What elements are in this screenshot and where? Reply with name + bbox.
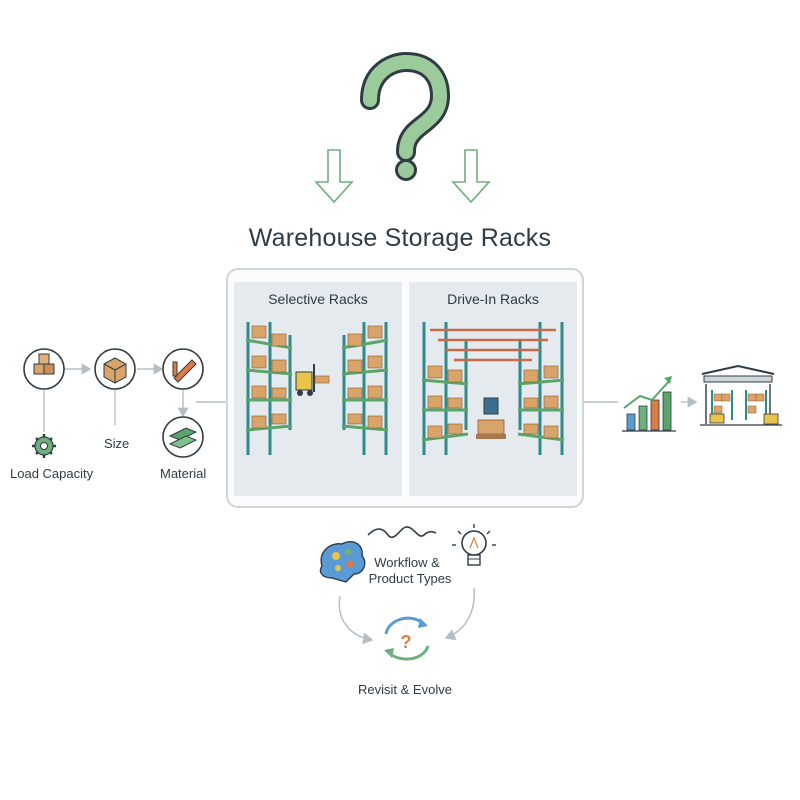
size-box-icon xyxy=(94,348,136,390)
lightbulb-icon xyxy=(452,524,496,566)
selective-racks-label: Selective Racks xyxy=(268,291,368,307)
wave-line-icon xyxy=(367,526,437,539)
cycle-arrows xyxy=(338,587,475,645)
svg-text:?: ? xyxy=(401,632,412,652)
material-label: Material xyxy=(160,466,207,481)
brain-icon xyxy=(319,540,366,583)
material-beam-icon xyxy=(162,348,204,390)
selective-racks-panel xyxy=(234,282,402,496)
page-title: Warehouse Storage Racks xyxy=(248,224,552,252)
question-mark-icon xyxy=(360,51,451,181)
factor-connectors xyxy=(43,363,698,432)
workflow-label-line1: Workflow & xyxy=(374,555,440,570)
size-label: Size xyxy=(104,436,130,451)
down-arrow-right-icon xyxy=(451,149,491,204)
revisit-evolve-label: Revisit & Evolve xyxy=(358,682,452,697)
workflow-label-line2: Product Types xyxy=(368,571,452,586)
load-capacity-boxes-icon xyxy=(23,348,65,390)
revisit-cycle-icon: ? xyxy=(384,616,430,661)
drive-in-racks-panel xyxy=(409,282,577,496)
load-capacity-label: Load Capacity xyxy=(10,466,94,481)
down-arrow-left-icon xyxy=(314,149,354,204)
steel-beams-icon xyxy=(162,416,204,458)
gear-icon xyxy=(32,434,56,458)
growth-chart-icon xyxy=(622,376,676,432)
drive-in-racks-label: Drive-In Racks xyxy=(447,291,539,307)
warehouse-icon xyxy=(700,364,782,426)
